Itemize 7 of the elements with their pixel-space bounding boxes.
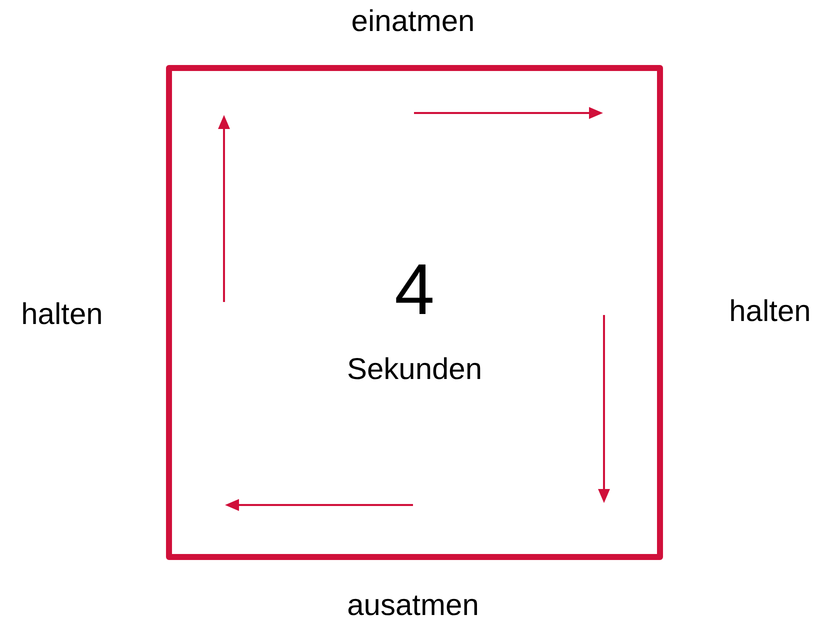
count-number: 4	[394, 251, 435, 330]
phase-label: halten	[21, 298, 103, 332]
phase-label: ausatmen	[347, 589, 479, 622]
square-frame	[166, 65, 663, 560]
phase-label: halten	[729, 295, 811, 329]
unit-label: Sekunden	[346, 353, 482, 386]
phase-label: einatmen	[351, 5, 475, 39]
